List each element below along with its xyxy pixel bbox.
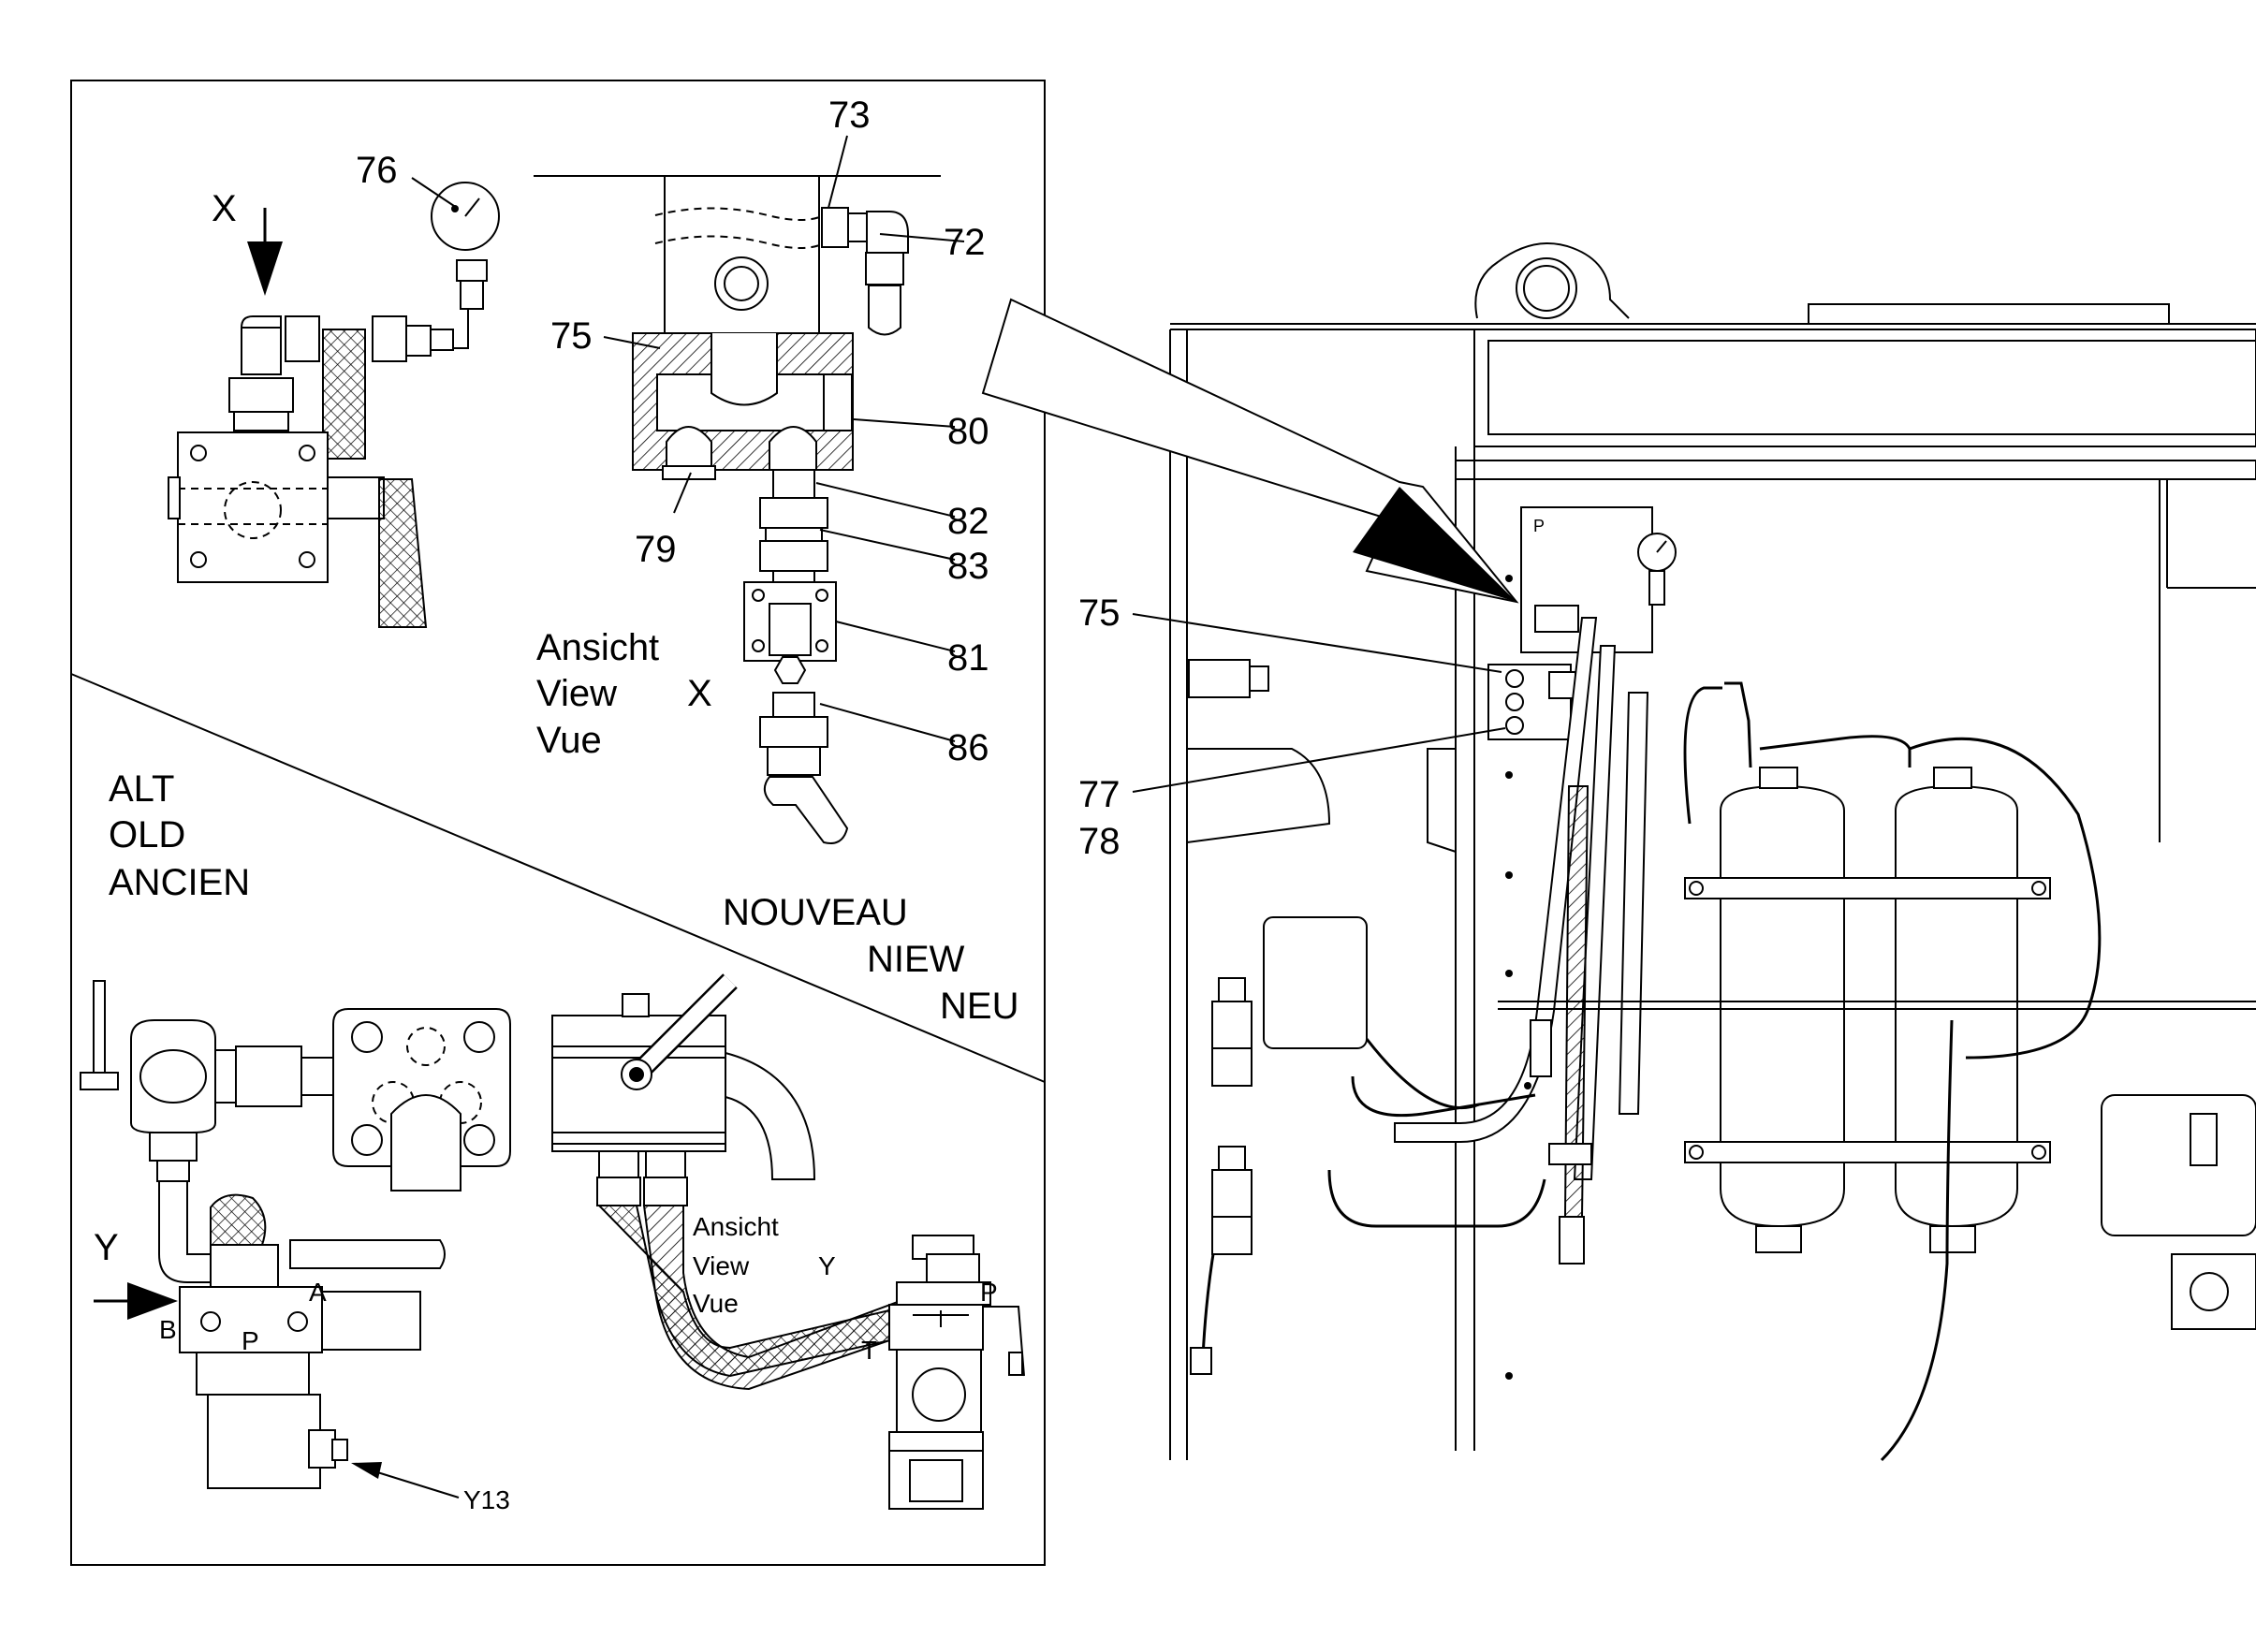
panel-p-label: P xyxy=(1533,517,1545,535)
label-y-arrow: Y xyxy=(94,1227,119,1268)
view-y-letter: Y xyxy=(818,1251,836,1280)
label-81: 81 xyxy=(947,637,989,679)
label-76: 76 xyxy=(356,150,398,191)
label-75-detail: 75 xyxy=(550,315,593,357)
view-x-line3: Vue xyxy=(536,720,602,761)
view-y-line2: View xyxy=(693,1251,750,1280)
port-b: B xyxy=(159,1315,177,1344)
old-valve-assembly xyxy=(80,980,511,1498)
old-line1: ALT xyxy=(109,768,174,810)
label-73: 73 xyxy=(828,95,871,136)
main-machine-view xyxy=(981,242,2256,1462)
port-p: P xyxy=(242,1326,259,1355)
new-line3: NEU xyxy=(940,986,1018,1027)
port-a: A xyxy=(309,1278,327,1307)
leader-lines xyxy=(411,135,965,742)
detail-frame xyxy=(70,80,1046,1566)
arrow-down-icon xyxy=(247,241,283,296)
view-x-line2: View xyxy=(536,673,617,714)
new-line2: NIEW xyxy=(867,939,965,980)
label-86: 86 xyxy=(947,727,989,768)
label-83: 83 xyxy=(947,546,989,587)
view-y-line1: Ansicht xyxy=(693,1212,779,1241)
label-75-main: 75 xyxy=(1078,592,1121,634)
labels: 76 73 72 X 75 80 82 79 83 81 86 Ansicht … xyxy=(94,95,1545,1514)
view-y-line3: Vue xyxy=(693,1289,739,1318)
port-t: T xyxy=(861,1336,877,1365)
label-78: 78 xyxy=(1078,821,1121,862)
view-x-letter: X xyxy=(687,673,712,714)
label-x-arrow: X xyxy=(212,188,237,229)
new-line1: NOUVEAU xyxy=(723,892,908,933)
label-y13: Y13 xyxy=(463,1485,510,1514)
old-line3: ANCIEN xyxy=(109,862,250,903)
label-82: 82 xyxy=(947,501,989,542)
label-72: 72 xyxy=(944,222,986,263)
section-view-detail xyxy=(534,175,941,844)
label-77: 77 xyxy=(1078,774,1121,815)
new-valve-assembly xyxy=(551,973,1025,1510)
old-line2: OLD xyxy=(109,814,185,855)
port-p-new: P xyxy=(980,1278,998,1307)
arrow-right-icon xyxy=(127,1282,178,1320)
view-x-assembly-left xyxy=(168,182,500,628)
label-79: 79 xyxy=(635,529,677,570)
label-80: 80 xyxy=(947,411,989,452)
view-x-line1: Ansicht xyxy=(536,627,659,668)
callout-arrow-icon xyxy=(1353,487,1516,602)
